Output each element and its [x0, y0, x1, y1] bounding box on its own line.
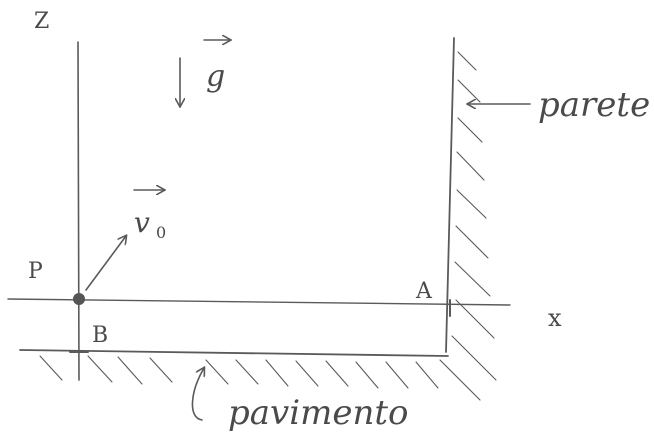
floor-line	[19, 349, 449, 357]
velocity-label: v	[134, 206, 150, 239]
wall-line	[445, 37, 455, 353]
floor-label: pavimento	[228, 393, 409, 433]
wall-label: parete	[538, 85, 650, 125]
floor-hatching	[39, 355, 439, 389]
wall-hatching	[439, 51, 497, 401]
x-axis-label: x	[548, 304, 562, 332]
gravity-label: g	[206, 59, 225, 94]
z-axis-line	[77, 41, 80, 381]
floor-pointer-curve	[191, 368, 204, 421]
point-p-label: P	[28, 259, 43, 284]
x-axis-line	[7, 298, 511, 306]
point-a-label: A	[415, 279, 433, 304]
velocity-subscript: 0	[156, 223, 166, 242]
velocity-arrow	[85, 236, 126, 291]
point-p-dot	[73, 293, 85, 305]
point-b-label: B	[92, 323, 108, 348]
z-axis-label: Z	[34, 9, 49, 34]
